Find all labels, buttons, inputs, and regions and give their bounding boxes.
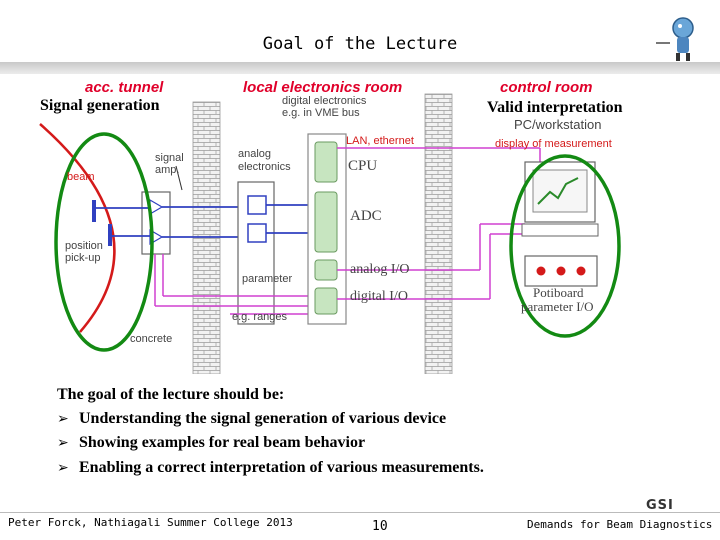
label-adc: ADC (350, 208, 382, 224)
arrow-bullet-icon: ➢ (57, 410, 69, 427)
footer-topic: Demands for Beam Diagnostics (527, 518, 713, 531)
highlight-valid-interpretation (509, 154, 621, 338)
goals-intro: The goal of the lecture should be: (57, 386, 285, 403)
page-number: 10 (372, 519, 388, 534)
workstation-keyboard (521, 223, 599, 237)
caption-valid-interpretation: Valid interpretation (487, 99, 623, 116)
pickup-plate-upper (92, 200, 96, 222)
label-beam: beam (67, 171, 95, 183)
digital-io-card (314, 287, 338, 315)
label-pc-workstation: PC/workstation (514, 117, 602, 132)
label-display-of-measurement: display of measurement (495, 138, 612, 150)
list-item: ➢Enabling a correct interpretation of va… (57, 456, 484, 481)
list-item: ➢Showing examples for real beam behavior (57, 431, 484, 456)
highlight-signal-generation (54, 132, 154, 352)
concrete-wall-right (424, 93, 453, 374)
arrow-bullet-icon: ➢ (57, 459, 69, 476)
title-bar (0, 62, 720, 74)
label-parameter: parameter (242, 273, 293, 285)
mascot-logo-icon (656, 17, 694, 61)
caption-signal-generation: Signal generation (40, 97, 160, 114)
label-analog-io: analog I/O (350, 262, 410, 277)
header-local-electronics-room: local electronics room (243, 79, 403, 96)
signal-amp-box (141, 191, 171, 255)
footer-divider (0, 512, 720, 513)
adc-card (314, 191, 338, 253)
label-concrete: concrete (130, 333, 173, 345)
list-item: ➢Understanding the signal generation of … (57, 407, 484, 432)
header-acc-tunnel: acc. tunnel (85, 79, 164, 96)
goals-content: The goal of the lecture should be: ➢Unde… (57, 383, 484, 480)
arrow-bullet-icon: ➢ (57, 435, 69, 451)
concrete-wall-left (192, 101, 221, 374)
pickup-plate-lower (108, 224, 112, 246)
label-cpu: CPU (348, 158, 378, 174)
beam-arc (39, 123, 116, 333)
analog-io-card (314, 259, 338, 281)
gsi-logo: GSI (646, 498, 674, 513)
label-digital-io: digital I/O (350, 289, 408, 304)
label-lan-ethernet: LAN, ethernet (346, 135, 414, 147)
label-eg-ranges: e.g. ranges (232, 311, 288, 323)
beam-diagnostics-diagram (39, 93, 621, 374)
header-control-room: control room (500, 79, 593, 96)
cpu-card (314, 141, 338, 183)
footer-author: Peter Forck, Nathiagali Summer College 2… (8, 516, 293, 529)
slide-title: Goal of the Lecture (262, 34, 458, 54)
